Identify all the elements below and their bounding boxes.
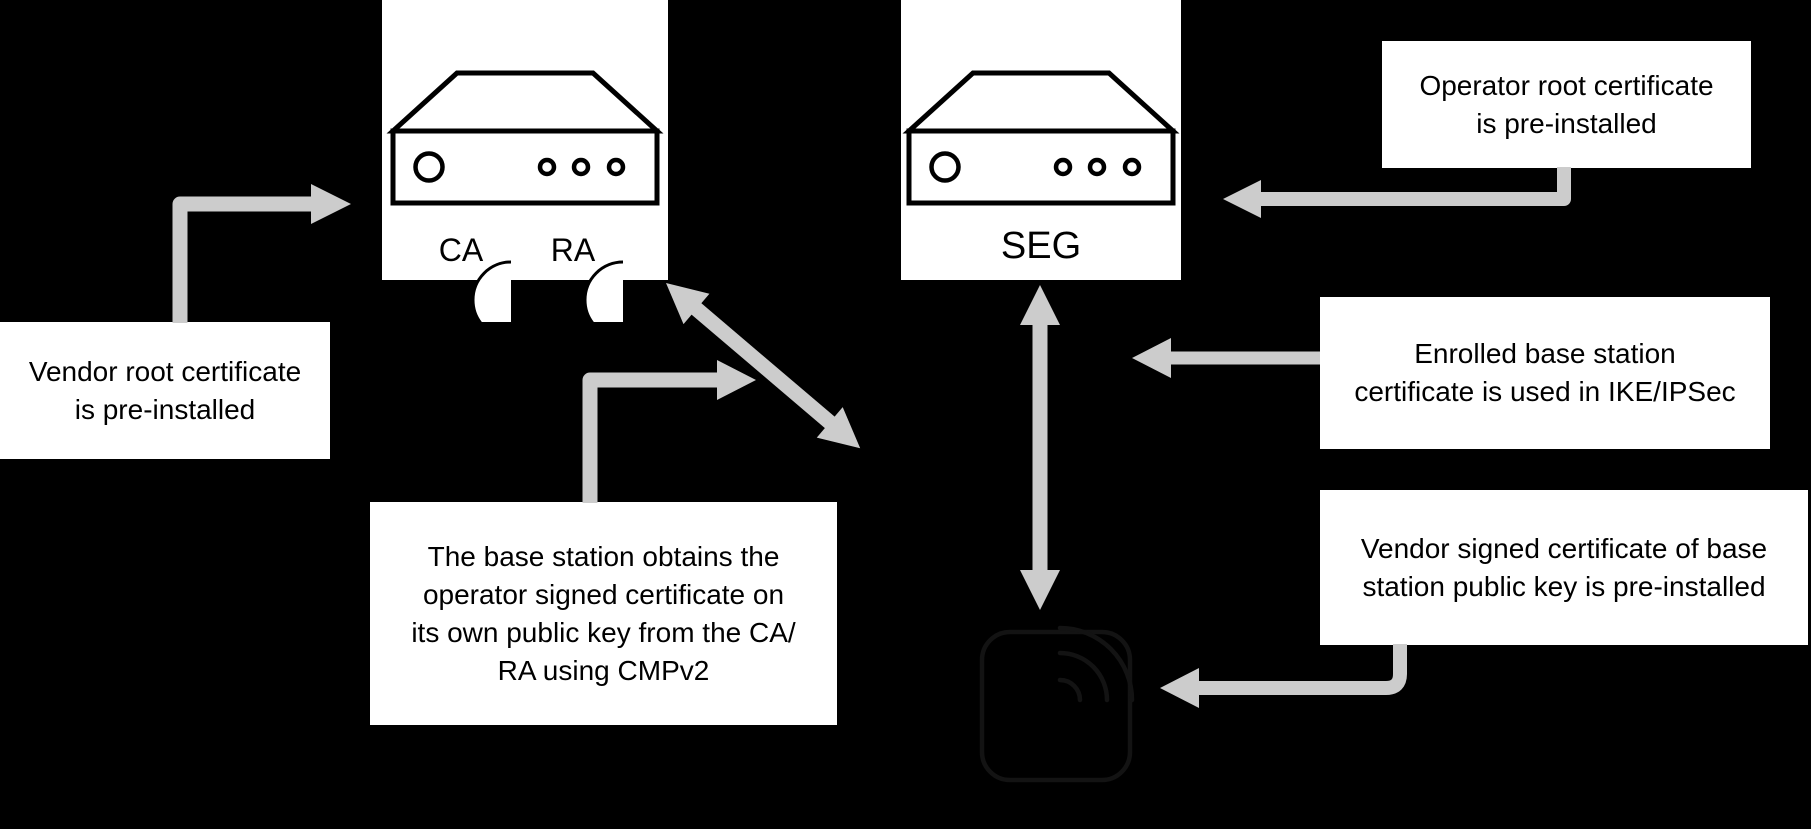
arrow-seg-base-station (1020, 285, 1060, 610)
note-line: RA using CMPv2 (497, 654, 710, 686)
note-line: Vendor signed certificate of base (1360, 532, 1768, 564)
note-line: station public key is pre-installed (1362, 570, 1766, 602)
arrow-operator-root (1223, 167, 1571, 218)
note-vendor-signed: Vendor signed certificate of base statio… (1320, 490, 1808, 645)
seg-node: SEG (901, 0, 1181, 280)
note-vendor-root: Vendor root certificate is pre-installed (0, 322, 330, 459)
router-icon (385, 69, 665, 219)
note-line: is pre-installed (1476, 107, 1657, 139)
note-cmpv2: The base station obtains the operator si… (370, 502, 837, 725)
note-line: operator signed certificate on (422, 578, 785, 610)
arrow-vendor-root (172, 184, 351, 323)
ca-ra-node: CA RA (382, 0, 668, 280)
ra-badge-label: RA (551, 232, 596, 268)
arrow-ca-ra-base-station (666, 283, 861, 449)
note-line: Enrolled base station (1414, 338, 1676, 369)
note-line: Operator root certificate (1419, 69, 1714, 101)
arrow-cmpv2 (582, 360, 756, 503)
seg-label: SEG (1000, 225, 1082, 267)
arrow-enrolled (1132, 338, 1320, 378)
note-line: certificate is used in IKE/IPSec (1354, 376, 1736, 407)
ra-badge-icon: RA (551, 232, 623, 322)
note-line: The base station obtains the (427, 540, 780, 572)
arrow-vendor-signed (1160, 644, 1407, 708)
note-operator-root: Operator root certificate is pre-install… (1382, 41, 1751, 168)
ca-badge-label: CA (439, 232, 484, 268)
note-line: its own public key from the CA/ (411, 616, 796, 648)
note-enrolled: Enrolled base station certificate is use… (1320, 297, 1770, 449)
note-line: Vendor root certificate (28, 355, 302, 387)
ca-badge-icon: CA (439, 232, 511, 322)
note-line: is pre-installed (74, 393, 256, 425)
base-station-icon (979, 625, 1135, 783)
router-icon (901, 69, 1181, 219)
